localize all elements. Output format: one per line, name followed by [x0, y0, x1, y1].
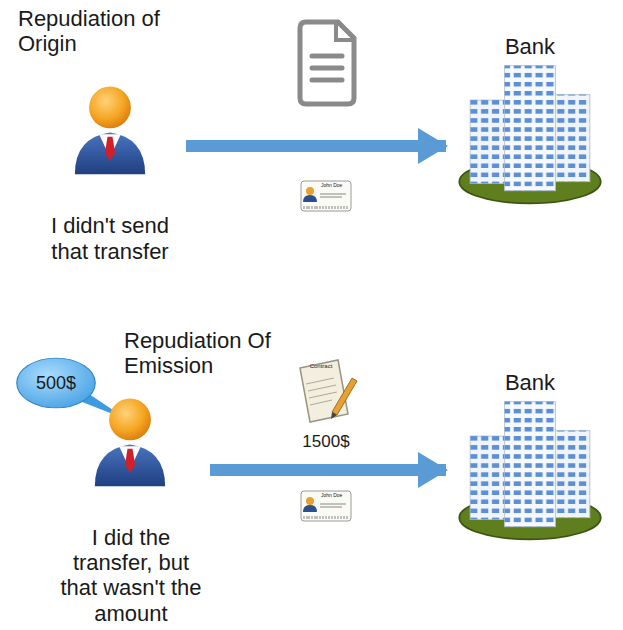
transfer-arrow [210, 464, 446, 476]
bank-icon [459, 402, 600, 540]
icon-caption: John Doe [321, 183, 351, 189]
speech-bubble: 500$ [16, 357, 96, 409]
bank-icon [459, 66, 600, 204]
person-icon [75, 87, 145, 175]
transfer-arrow [186, 140, 446, 152]
actor-node: Bank [450, 34, 610, 206]
id-card [301, 181, 351, 211]
icon-caption: John Doe [321, 493, 351, 499]
person-icon [95, 399, 165, 487]
actor-quote: I did the transfer, but that wasn't the … [56, 525, 206, 626]
document-icon [300, 22, 354, 104]
actor-node: I didn't send that transfer [38, 84, 182, 264]
actor-quote: I didn't send that transfer [38, 213, 182, 264]
actor-node: Bank [450, 370, 610, 542]
id-card [301, 491, 351, 521]
panel-title: Repudiation of Origin [18, 6, 188, 57]
amount-label: 1500$ [296, 432, 356, 452]
bubble-text: 500$ [16, 373, 96, 394]
bank-label: Bank [450, 34, 610, 59]
icon-caption: Contract [304, 363, 338, 370]
panel-title: Repudiation Of Emission [124, 328, 304, 379]
actor-node: I did the transfer, but that wasn't the … [56, 396, 206, 626]
bank-label: Bank [450, 370, 610, 395]
contract-icon [300, 360, 357, 422]
